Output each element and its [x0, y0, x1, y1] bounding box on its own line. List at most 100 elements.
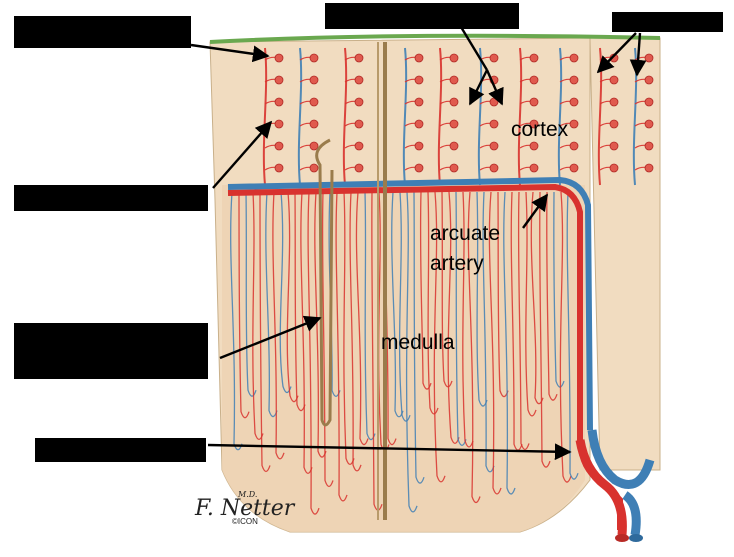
vasa-recta-arterial	[559, 191, 572, 483]
label-medulla: medulla	[381, 331, 455, 354]
arrow-top-right-b	[629, 32, 647, 77]
arrow-left-middle	[212, 120, 273, 189]
vasa-recta-arterial	[238, 191, 250, 419]
glomerulus	[529, 97, 539, 107]
glomerulus	[609, 163, 619, 173]
vasa-recta-arterial	[467, 191, 481, 504]
vasa-recta-venous	[413, 191, 425, 484]
vasa-recta-arterial	[262, 47, 268, 186]
glomerulus	[609, 141, 619, 151]
glomerulus	[644, 53, 654, 63]
glomerulus	[529, 119, 539, 129]
glomerulus	[489, 53, 499, 63]
glomerulus	[644, 119, 654, 129]
glomerulus	[569, 97, 579, 107]
vasa-recta-arterial	[539, 191, 551, 468]
glomerulus	[309, 163, 319, 173]
glomerulus	[569, 75, 579, 85]
redacted-label-left-lower	[14, 323, 208, 379]
arrow-top-center-b	[468, 69, 489, 106]
vasa-recta-arterial	[419, 191, 432, 390]
glomerulus	[414, 163, 424, 173]
arrow-arcuate	[522, 193, 548, 229]
vasa-recta-arterial	[462, 191, 474, 448]
redacted-label-top-right	[612, 12, 723, 32]
vasa-recta-arterial	[349, 191, 362, 472]
vasa-recta-venous	[566, 191, 579, 480]
glomerulus	[354, 97, 364, 107]
vessel-cut-end-blue	[629, 534, 643, 542]
vasa-recta-venous	[405, 191, 418, 513]
glomerulus	[449, 119, 459, 129]
vasa-recta-arterial	[272, 191, 285, 460]
vasa-recta-venous	[476, 191, 488, 407]
vasa-recta-arterial	[517, 191, 530, 451]
vasa-recta-arterial	[307, 191, 320, 515]
glomerulus	[274, 119, 284, 129]
vasa-recta-arterial	[252, 191, 264, 441]
vessel-cut-end-red	[615, 534, 629, 542]
vasa-recta-arterial	[488, 191, 502, 495]
label-arcuate: arcuate	[430, 222, 500, 245]
vasa-recta-arterial	[530, 191, 544, 405]
glomerulus	[569, 141, 579, 151]
glomerulus	[354, 119, 364, 129]
glomerulus	[274, 75, 284, 85]
vasa-recta-arterial	[497, 191, 509, 398]
vasa-recta-venous	[482, 191, 495, 473]
glomerulus	[309, 119, 319, 129]
label-cortex: cortex	[511, 118, 569, 141]
glomerulus	[569, 119, 579, 129]
vasa-recta-arterial	[294, 191, 306, 412]
vasa-recta-arterial	[335, 191, 348, 502]
redacted-label-bottom	[35, 438, 206, 462]
glomerulus	[309, 53, 319, 63]
glomerulus	[449, 141, 459, 151]
vasa-recta-venous	[364, 191, 376, 441]
vessel-network	[230, 191, 579, 515]
vasa-recta-arterial	[355, 191, 369, 446]
glomerulus	[489, 141, 499, 151]
arrow-top-center-c	[485, 69, 504, 106]
arrow-top-center-a	[456, 21, 489, 71]
glomerulus	[489, 97, 499, 107]
glomerulus	[414, 75, 424, 85]
glomerulus	[309, 97, 319, 107]
vasa-recta-venous	[503, 191, 516, 495]
renal-capsule	[209, 33, 661, 44]
vasa-recta-arterial	[517, 47, 523, 186]
svg-text:F. Netter: F. Netter	[194, 496, 296, 521]
glomerulus	[609, 119, 619, 129]
svg-text:M.D.: M.D.	[237, 490, 257, 499]
glomerulus	[414, 97, 424, 107]
glomerulus	[354, 163, 364, 173]
glomerulus	[609, 75, 619, 85]
glomerulus	[354, 75, 364, 85]
glomerulus	[354, 53, 364, 63]
arrow-left-lower	[219, 315, 322, 360]
arrow-bottom	[207, 443, 572, 461]
glomerulus	[449, 53, 459, 63]
vasa-recta-venous	[402, 47, 408, 186]
vasa-recta-arterial	[437, 47, 443, 186]
glomerulus	[644, 97, 654, 107]
vasa-recta-venous	[477, 47, 483, 186]
arrow-top-right-a	[596, 32, 637, 74]
interlobar-vein	[587, 429, 655, 489]
glomerulus	[449, 163, 459, 173]
vasa-recta-arterial	[321, 191, 334, 488]
glomerulus	[414, 53, 424, 63]
arcuate-vein	[227, 176, 593, 431]
vasa-recta-arterial	[259, 191, 271, 473]
vasa-recta-arterial	[546, 191, 558, 401]
artist-signature: F. Netter M.D. ©ICON	[194, 490, 296, 526]
svg-text:©ICON: ©ICON	[232, 517, 258, 526]
glomerulus	[274, 163, 284, 173]
glomerulus	[489, 163, 499, 173]
label-artery: artery	[430, 252, 484, 275]
glomerulus	[529, 163, 539, 173]
interlobar-artery	[575, 439, 627, 536]
medulla-region	[222, 185, 585, 532]
glomerulus	[354, 141, 364, 151]
